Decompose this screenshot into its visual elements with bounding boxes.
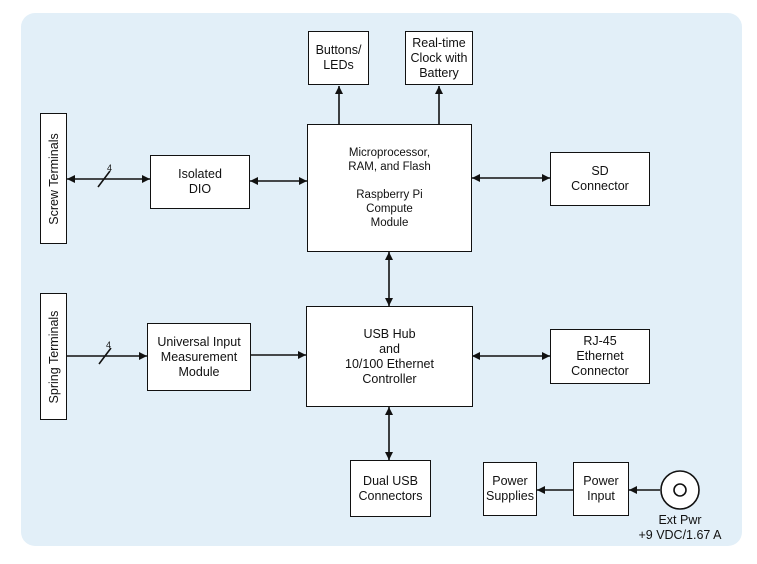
universal-input-block: Universal Input Measurement Module	[147, 323, 251, 391]
screw-terminals-label: Screw Terminals	[46, 132, 61, 225]
isolated-dio-block: Isolated DIO	[150, 155, 250, 209]
cpu-block: Microprocessor, RAM, and Flash Raspberry…	[307, 124, 472, 252]
sd-connector-label: SD Connector	[571, 164, 629, 193]
rtc-label: Real-time Clock with Battery	[410, 35, 468, 80]
spring-terminals: Spring Terminals	[40, 293, 67, 420]
universal-input-label: Universal Input Measurement Module	[157, 334, 241, 379]
power-input-label: Power Input	[583, 474, 619, 503]
ext-power-jack	[660, 470, 700, 510]
buttons-leds-block: Buttons/ LEDs	[308, 31, 369, 85]
cpu-label: Microprocessor, RAM, and Flash Raspberry…	[348, 147, 431, 229]
rj45-label: RJ-45 Ethernet Connector	[571, 334, 629, 378]
usb-hub-block: USB Hub and 10/100 Ethernet Controller	[306, 306, 473, 407]
bus-slash-spring	[98, 347, 112, 365]
rj45-block: RJ-45 Ethernet Connector	[550, 329, 650, 384]
diagram-background	[21, 13, 742, 546]
buttons-leds-label: Buttons/ LEDs	[315, 43, 362, 72]
isolated-dio-label: Isolated DIO	[178, 167, 222, 196]
power-supplies-label: Power Supplies	[486, 474, 534, 503]
bus-width-screw: 4	[107, 163, 113, 173]
screw-terminals: Screw Terminals	[40, 113, 67, 244]
sd-connector-block: SD Connector	[550, 152, 650, 206]
power-supplies-block: Power Supplies	[483, 462, 537, 516]
bus-width-spring: 4	[106, 340, 112, 350]
bus-slash-screw	[97, 170, 111, 188]
usb-hub-label: USB Hub and 10/100 Ethernet Controller	[345, 326, 434, 386]
dual-usb-block: Dual USB Connectors	[350, 460, 431, 517]
spring-terminals-label: Spring Terminals	[46, 310, 61, 403]
power-input-block: Power Input	[573, 462, 629, 516]
dual-usb-label: Dual USB Connectors	[358, 473, 423, 503]
ext-power-label: Ext Pwr +9 VDC/1.67 A	[638, 513, 722, 542]
rtc-block: Real-time Clock with Battery	[405, 31, 473, 85]
